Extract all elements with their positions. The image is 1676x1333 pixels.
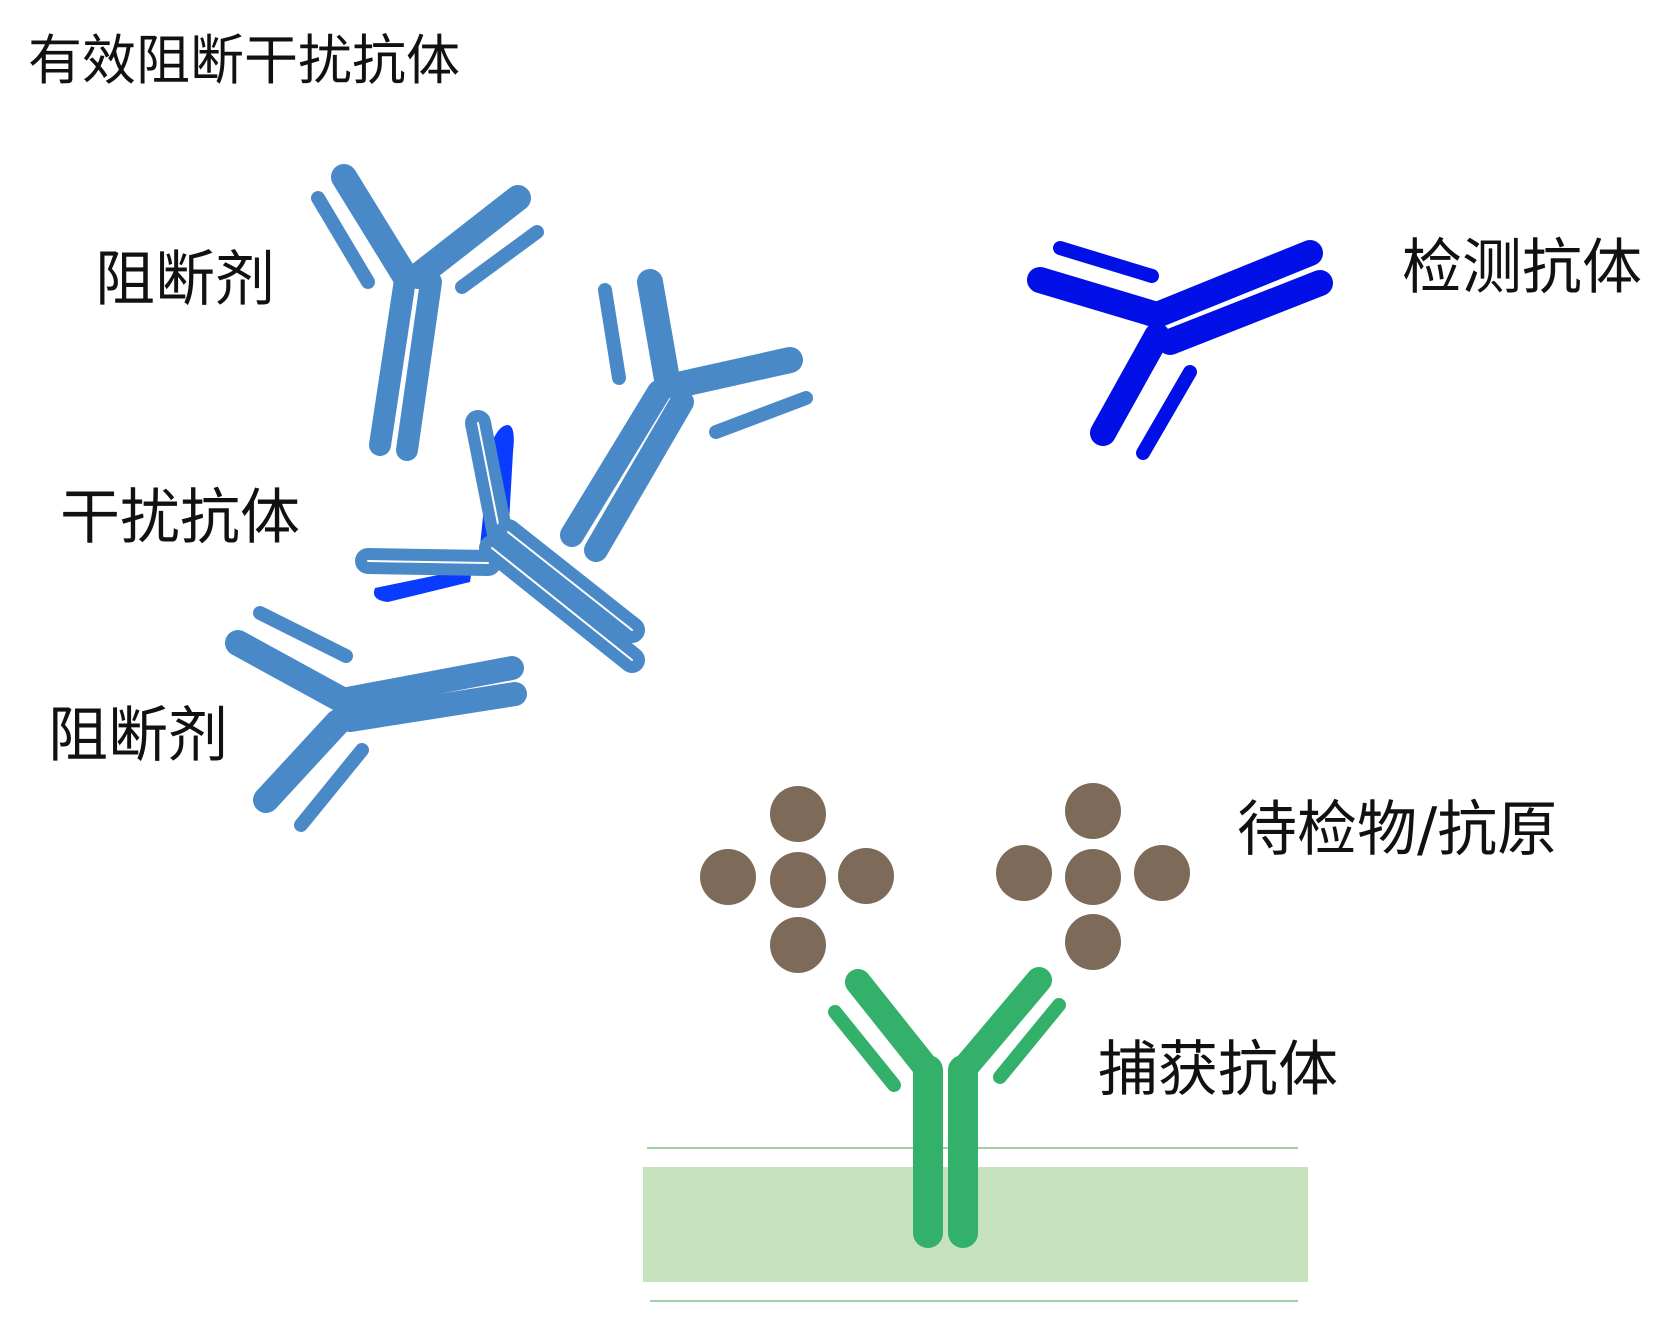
antigen-particle <box>770 852 826 908</box>
label-capture-antibody: 捕获抗体 <box>1098 1035 1338 1105</box>
interfering-arm-upper <box>465 410 513 547</box>
blocker-bot-arm-upper <box>225 630 355 713</box>
blocker-mid-arm-right-light <box>709 391 813 439</box>
capture-arm-right-light <box>993 998 1066 1084</box>
blocker-mid-arm-upper <box>637 269 681 398</box>
capture-arm-right <box>950 967 1052 1083</box>
blocker-bot-arm-lower <box>253 709 351 813</box>
label-detection-antibody: 检测抗体 <box>1402 233 1642 303</box>
blocker-top-arm-left-light <box>311 191 375 289</box>
blocker-top-stem-left <box>369 269 416 456</box>
capture-antibody <box>828 967 1066 1248</box>
blocker-top-arm-right-light <box>455 225 544 294</box>
interfering-core-left <box>373 568 472 602</box>
antigen-particle <box>770 786 826 842</box>
detection-arm-lower-light <box>1136 365 1197 460</box>
detection-arm-lower <box>1090 323 1170 446</box>
label-blocker-bottom: 阻断剂 <box>48 701 228 771</box>
detection-arm-upper <box>1027 267 1170 328</box>
blocker-antibody-top <box>311 164 544 461</box>
label-analyte-antigen: 待检物/抗原 <box>1237 795 1558 865</box>
blocker-mid-stem-right <box>584 390 694 562</box>
antigen-particle <box>838 848 894 904</box>
antigen-particle <box>1134 845 1190 901</box>
antigen-cluster-left <box>700 786 894 973</box>
blocker-antibody-middle <box>560 269 813 562</box>
detection-stem-2 <box>1157 270 1333 355</box>
antigen-particle <box>700 849 756 905</box>
detection-antibody <box>1027 240 1333 460</box>
blocker-top-arm-left <box>331 164 418 289</box>
detection-arm-upper-light <box>1053 241 1159 283</box>
blocker-bot-arm-lower-light <box>294 743 369 832</box>
label-interfering-antibody: 干扰抗体 <box>60 483 300 553</box>
antigen-particle <box>1065 783 1121 839</box>
blocker-bot-stem-1 <box>330 656 524 712</box>
detection-stem-1 <box>1144 240 1323 328</box>
blocker-mid-arm-upper-light <box>598 283 626 385</box>
blocker-mid-arm-right <box>665 347 803 398</box>
interfering-stem-1 <box>479 535 645 673</box>
antigen-particle <box>770 917 826 973</box>
blocker-antibody-bottom <box>225 606 527 832</box>
capture-arm-left <box>845 969 941 1083</box>
interfering-arm-left <box>355 548 501 576</box>
capture-arm-left-light <box>828 1005 901 1092</box>
blocker-bot-arm-upper-light <box>253 606 353 663</box>
blocker-bot-stem-2 <box>338 682 527 732</box>
label-blocker-top: 阻断剂 <box>95 245 275 315</box>
interfering-antibody <box>355 410 645 673</box>
antigen-cluster-right <box>996 783 1190 970</box>
blocker-top-stem-right <box>396 271 442 461</box>
blocker-mid-stem-left <box>560 380 671 547</box>
antigen-particle <box>996 845 1052 901</box>
antigen-particle <box>1065 914 1121 970</box>
blocker-top-arm-right <box>405 185 531 289</box>
diagram-title: 有效阻断干扰抗体 <box>28 29 460 92</box>
antigen-particle <box>1065 849 1121 905</box>
interfering-stem-2 <box>495 519 645 643</box>
